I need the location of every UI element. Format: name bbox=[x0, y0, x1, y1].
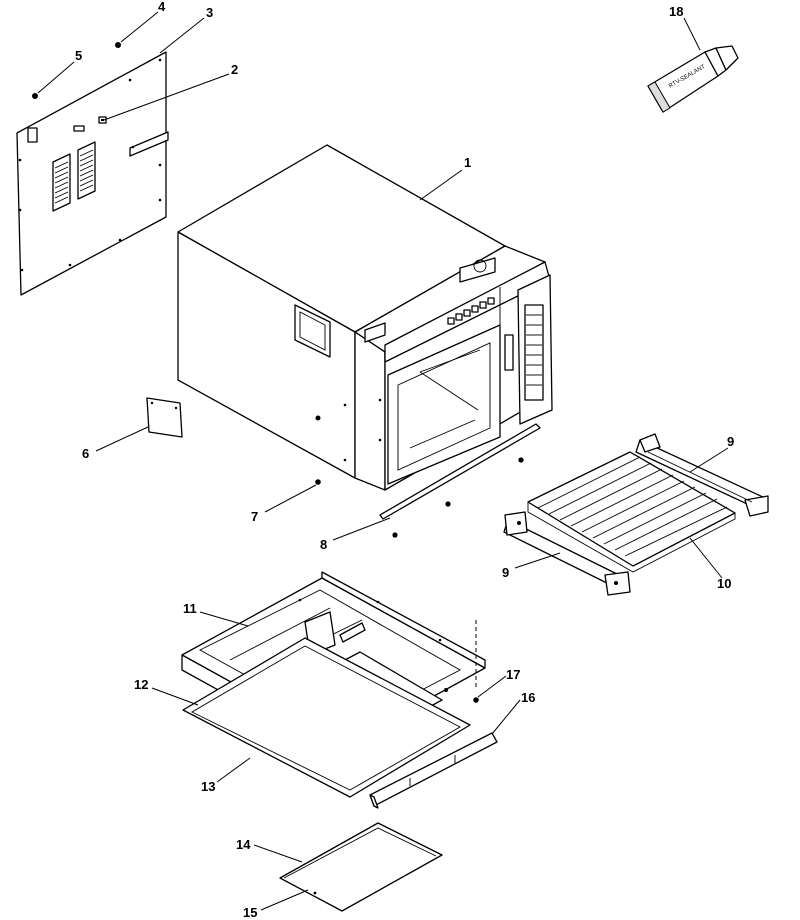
callout-17: 17 bbox=[506, 667, 520, 682]
part-wire-rack bbox=[527, 451, 736, 573]
callout-14: 14 bbox=[236, 837, 251, 852]
callout-15: 15 bbox=[243, 905, 257, 920]
callout-7: 7 bbox=[251, 509, 258, 524]
part-screw-4 bbox=[115, 42, 121, 48]
part-oven-cabinet bbox=[177, 144, 553, 491]
part-screw-17 bbox=[473, 620, 479, 703]
callout-13: 13 bbox=[201, 779, 215, 794]
part-rack-rail-top bbox=[635, 433, 769, 517]
callout-4: 4 bbox=[158, 0, 166, 14]
part-rating-label bbox=[98, 116, 107, 124]
part-sealant-tube: RTV-SEALANT bbox=[647, 45, 739, 113]
callout-12: 12 bbox=[134, 677, 148, 692]
part-screw-7 bbox=[315, 479, 321, 485]
part-cover-plate bbox=[146, 397, 183, 438]
part-front-trim bbox=[369, 732, 498, 809]
callout-9b: 9 bbox=[502, 565, 509, 580]
part-rack-rail-bottom bbox=[503, 511, 631, 596]
part-base-plate bbox=[182, 637, 471, 798]
callout-2: 2 bbox=[231, 62, 238, 77]
callout-6: 6 bbox=[82, 446, 89, 461]
callout-3: 3 bbox=[206, 5, 213, 20]
callout-8: 8 bbox=[320, 537, 327, 552]
panel-vent-left bbox=[52, 153, 71, 212]
callout-9a: 9 bbox=[727, 434, 734, 449]
part-screw-5 bbox=[32, 93, 38, 99]
callout-5: 5 bbox=[75, 48, 82, 63]
callout-16: 16 bbox=[521, 690, 535, 705]
panel-vent-right bbox=[77, 141, 96, 200]
callout-10: 10 bbox=[717, 576, 731, 591]
part-back-panel bbox=[16, 51, 169, 296]
leader-lines bbox=[37, 11, 729, 911]
callout-labels: 1 2 3 4 5 6 7 8 9 9 10 11 12 13 14 15 16… bbox=[75, 0, 734, 920]
part-tray bbox=[279, 822, 443, 912]
callout-1: 1 bbox=[464, 155, 471, 170]
callout-18: 18 bbox=[669, 4, 683, 19]
callout-11: 11 bbox=[183, 601, 197, 616]
part-seal-strip bbox=[379, 423, 541, 538]
